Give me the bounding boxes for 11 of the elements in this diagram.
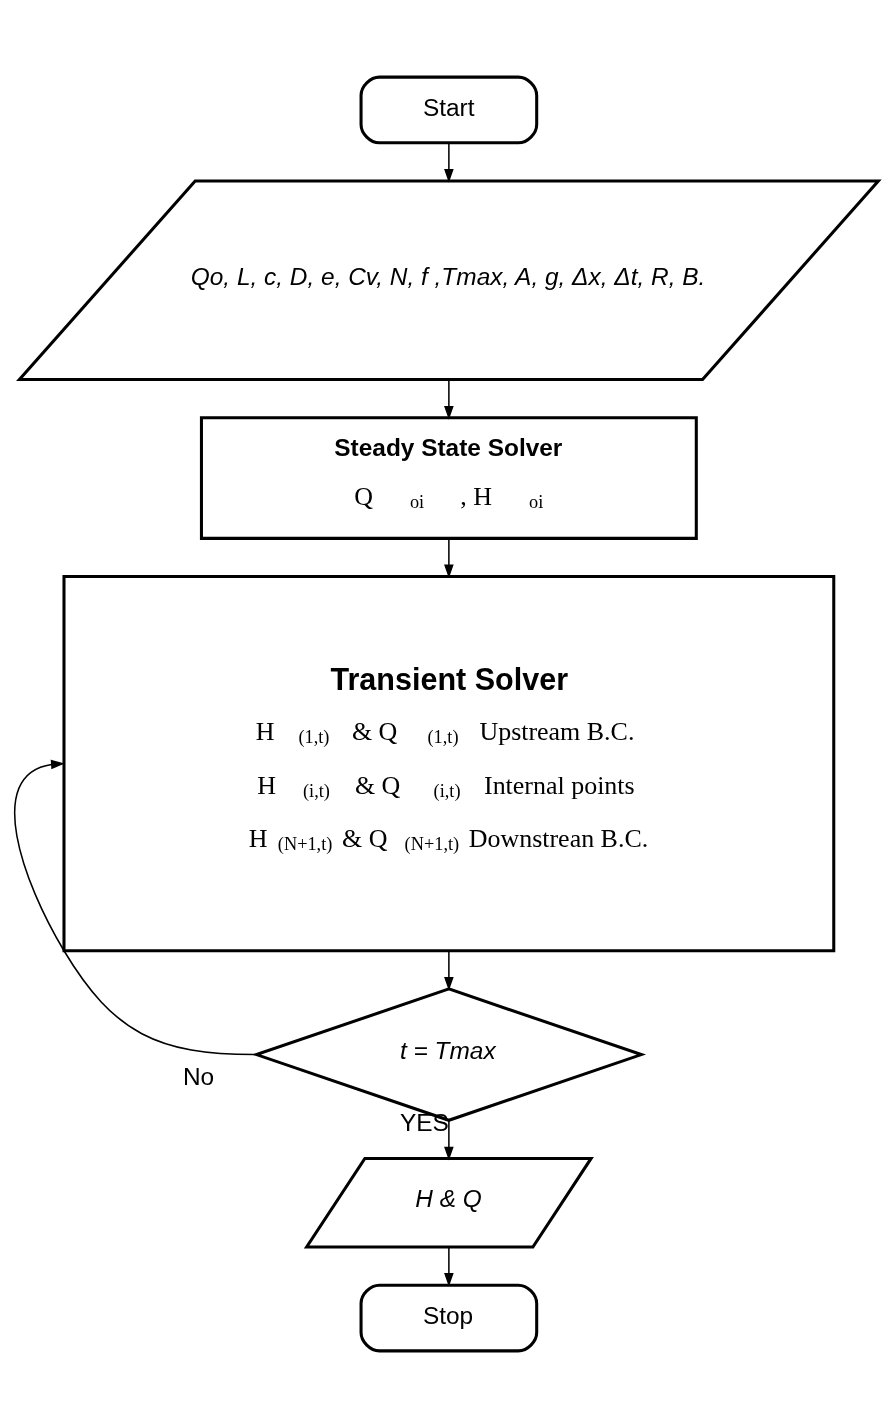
arrow	[444, 378, 454, 420]
arrow	[444, 1246, 454, 1287]
node-box: Transient Solver H(1,t) & Q(1,t) Upstream B.C. H(i,t) & Q(i,t) Internal points H(N+1,t) & Q(N+1,t)Downstrean B.C.	[62, 574, 836, 952]
node-box: Stop	[359, 1283, 539, 1352]
arrow	[444, 949, 454, 991]
edge-label: No	[182, 1062, 215, 1090]
arrow	[444, 537, 454, 578]
node-box: Start	[359, 75, 539, 144]
arrow	[444, 1119, 454, 1160]
arrow	[444, 141, 454, 183]
arrow	[14, 759, 256, 1055]
